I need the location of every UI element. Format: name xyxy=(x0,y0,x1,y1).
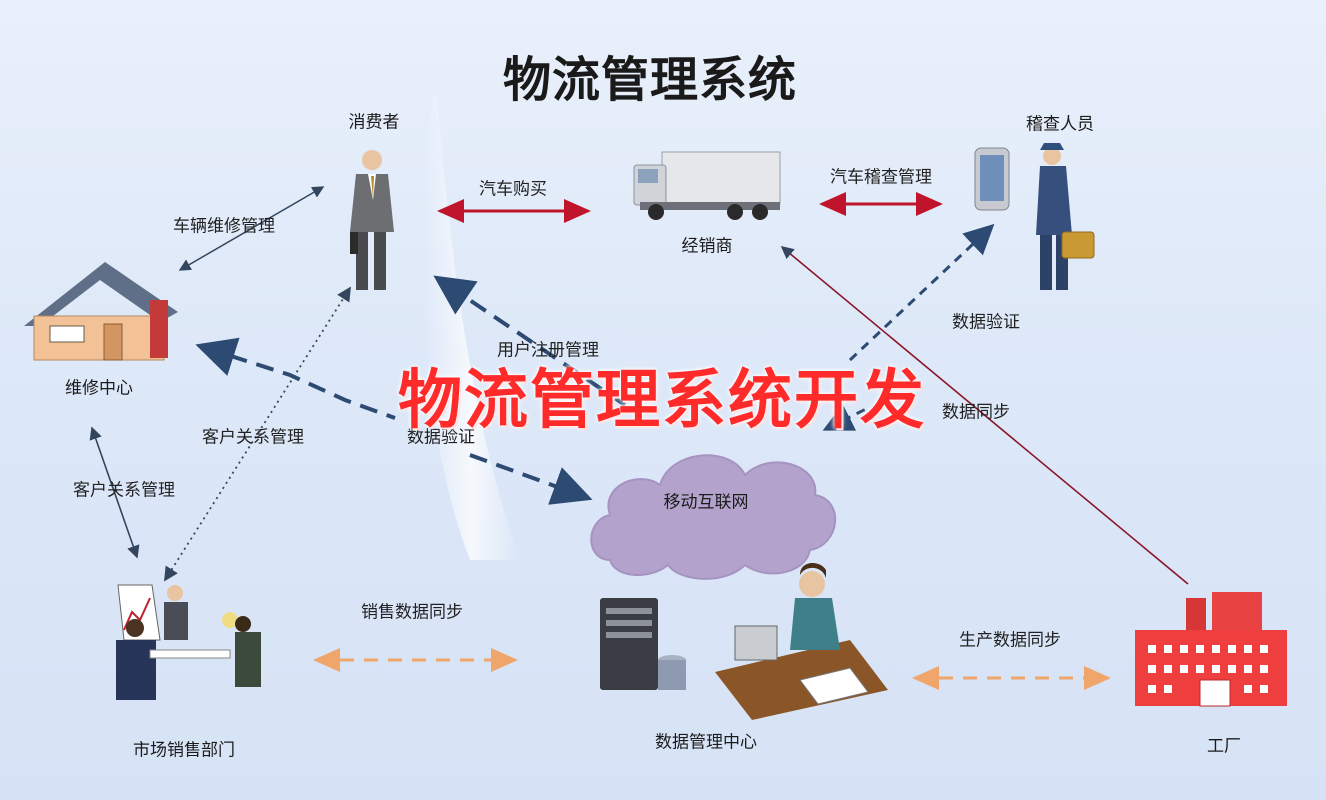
edge-data-sync xyxy=(822,403,869,431)
edge-label-customer-relation-left: 客户关系管理 xyxy=(73,480,175,501)
edge-label-vehicle-repair: 车辆维修管理 xyxy=(173,216,275,237)
edge-repair-internet xyxy=(195,337,396,420)
node-label-dealer: 经销商 xyxy=(681,236,733,257)
truck-icon xyxy=(633,151,781,220)
overlay-title: 物流管理系统开发 xyxy=(398,364,926,438)
edge-label-data-verification-right: 数据验证 xyxy=(952,312,1020,333)
edge-label-car-purchase: 汽车购买 xyxy=(479,179,547,200)
edge-verification-internet xyxy=(469,453,593,505)
node-label-data-center: 数据管理中心 xyxy=(655,732,757,753)
edge-label-data-sync: 数据同步 xyxy=(942,402,1010,423)
consumer-icon xyxy=(350,150,394,290)
edge-label-customer-relation-mid: 客户关系管理 xyxy=(202,427,304,448)
node-label-inspector: 稽查人员 xyxy=(1026,114,1094,135)
factory-icon xyxy=(1135,592,1287,707)
inspector-icon xyxy=(974,143,1095,290)
light-beam xyxy=(423,95,520,560)
node-label-repair-center: 维修中心 xyxy=(65,378,133,399)
edge-sales-consumer xyxy=(164,286,351,582)
edge-data-verification-right xyxy=(848,223,995,362)
node-label-sales-dept: 市场销售部门 xyxy=(133,740,235,761)
edge-vehicle-repair xyxy=(178,186,325,271)
edge-user-registration xyxy=(433,275,627,407)
page-title: 物流管理系统 xyxy=(502,52,798,108)
edge-label-production-data-sync: 生产数据同步 xyxy=(959,630,1061,651)
node-label-factory: 工厂 xyxy=(1207,736,1241,757)
edge-customer-relation-left xyxy=(89,426,140,559)
edge-label-sales-data-sync: 销售数据同步 xyxy=(361,602,463,623)
edge-label-user-registration: 用户注册管理 xyxy=(497,340,599,361)
node-label-consumer: 消费者 xyxy=(348,112,400,133)
edge-label-car-inspection: 汽车稽查管理 xyxy=(830,167,932,188)
cloud-icon xyxy=(590,454,837,580)
edge-label-data-verification-mid: 数据验证 xyxy=(407,427,475,448)
house-icon xyxy=(24,262,178,361)
edge-factory-dealer xyxy=(780,245,1189,585)
sales-team-icon xyxy=(116,584,261,700)
server-icon xyxy=(600,598,686,690)
node-label-mobile-internet: 移动互联网 xyxy=(663,492,749,513)
operator-icon xyxy=(715,563,888,720)
